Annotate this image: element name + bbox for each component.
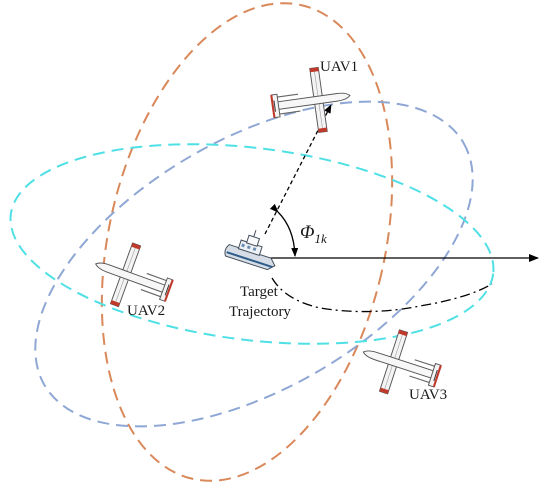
target-trajectory-path (271, 277, 493, 313)
ship-icon (224, 229, 276, 271)
uav2-label: UAV2 (127, 303, 165, 319)
uav1-label: UAV1 (320, 59, 358, 75)
angle-arc (269, 203, 299, 257)
orbit-blue (34, 100, 474, 428)
uav3-label: UAV3 (409, 387, 447, 403)
target-label-line1: Target (240, 284, 279, 300)
orbit-cyan (9, 143, 495, 345)
target-label-line2: Trajectory (229, 304, 291, 320)
angle-label: Φ1k (300, 222, 327, 246)
orbit-orange (100, 2, 394, 482)
